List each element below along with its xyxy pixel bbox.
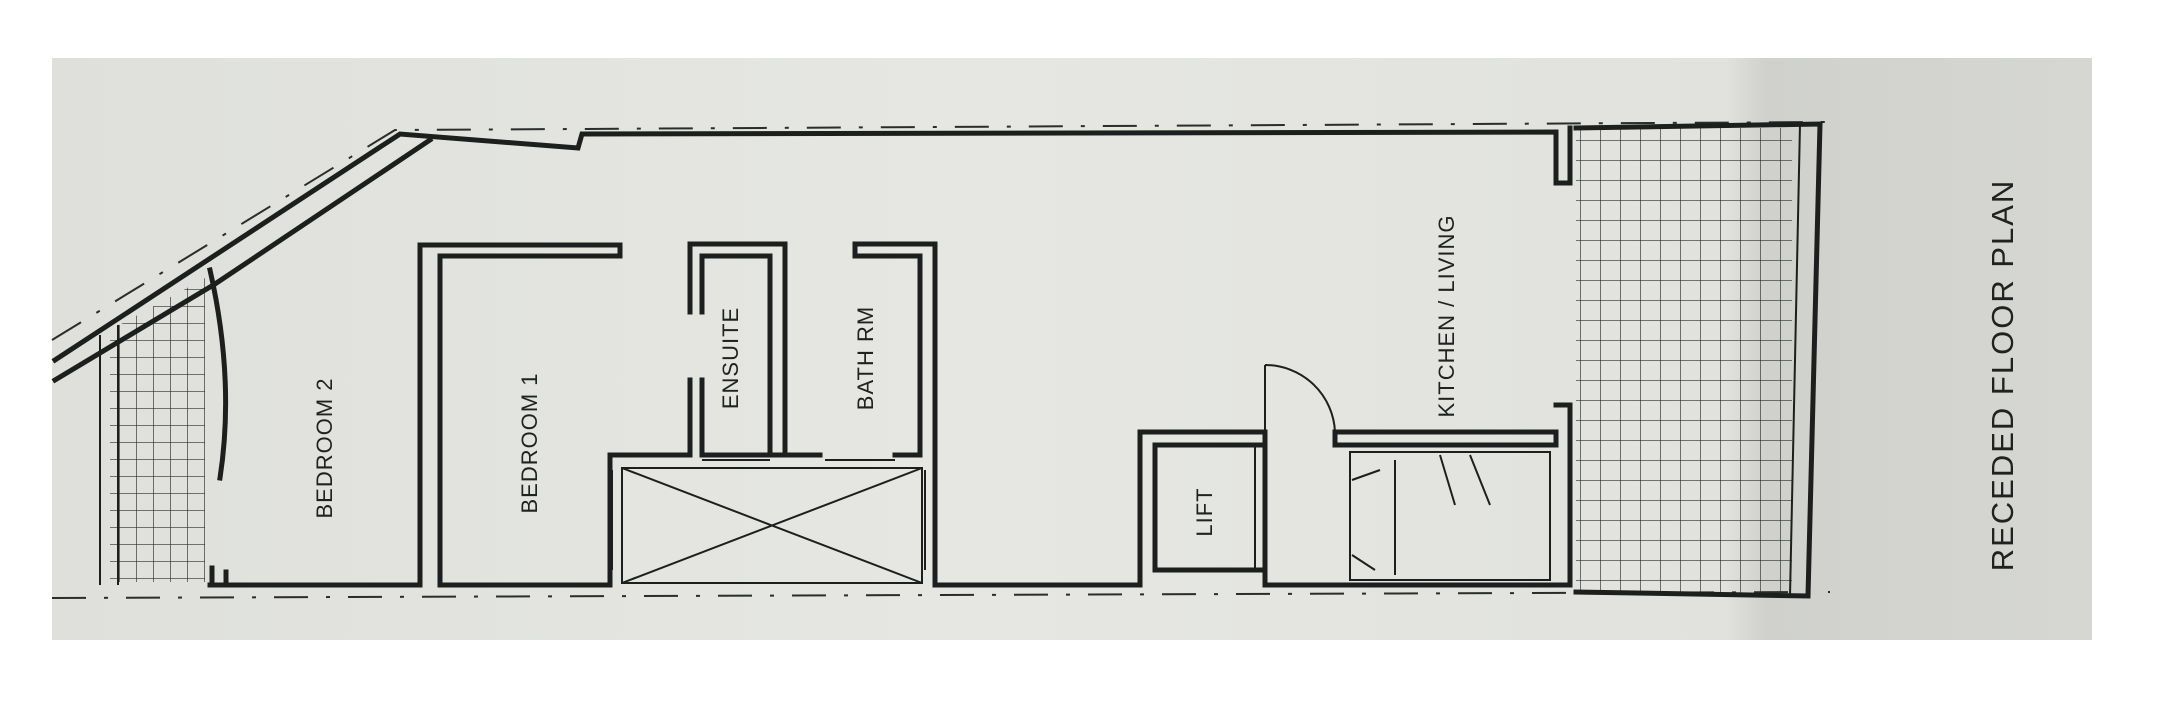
bedroom2-curved-wall (207, 267, 229, 481)
external-wall-top (51, 125, 1573, 364)
terrace-left-edge (99, 325, 119, 585)
plan-title: RECEDED FLOOR PLAN (1985, 179, 2020, 572)
label-kitchen-living: KITCHEN / LIVING (1434, 214, 1459, 417)
site-boundary-top (51, 121, 1831, 341)
stair-walls (1332, 429, 1559, 448)
label-lift: LIFT (1192, 487, 1217, 536)
terrace-right (1576, 128, 1792, 594)
bedroom1-walls (417, 242, 623, 588)
bath-walls (782, 241, 938, 588)
light-well-cross (621, 467, 923, 584)
lift-shaft (1137, 429, 1268, 588)
site-boundary-bottom (51, 591, 1831, 599)
label-ensuite: ENSUITE (718, 307, 743, 409)
terrace-left (110, 278, 205, 582)
light-well (621, 467, 923, 584)
ensuite-walls (607, 241, 788, 588)
label-bedroom1: BEDROOM 1 (517, 372, 542, 513)
external-wall-right (1553, 402, 1573, 588)
stairs (1349, 451, 1551, 581)
bedroom2-wall-stub (209, 565, 229, 588)
label-bath-rm: BATH RM (853, 306, 878, 410)
terrace-right-edge (1573, 121, 1823, 599)
entry-door-swing (1264, 363, 1336, 433)
terrace-right-parapet (1789, 123, 1801, 597)
label-bedroom2: BEDROOM 2 (312, 377, 337, 518)
bath-windows (611, 459, 926, 570)
